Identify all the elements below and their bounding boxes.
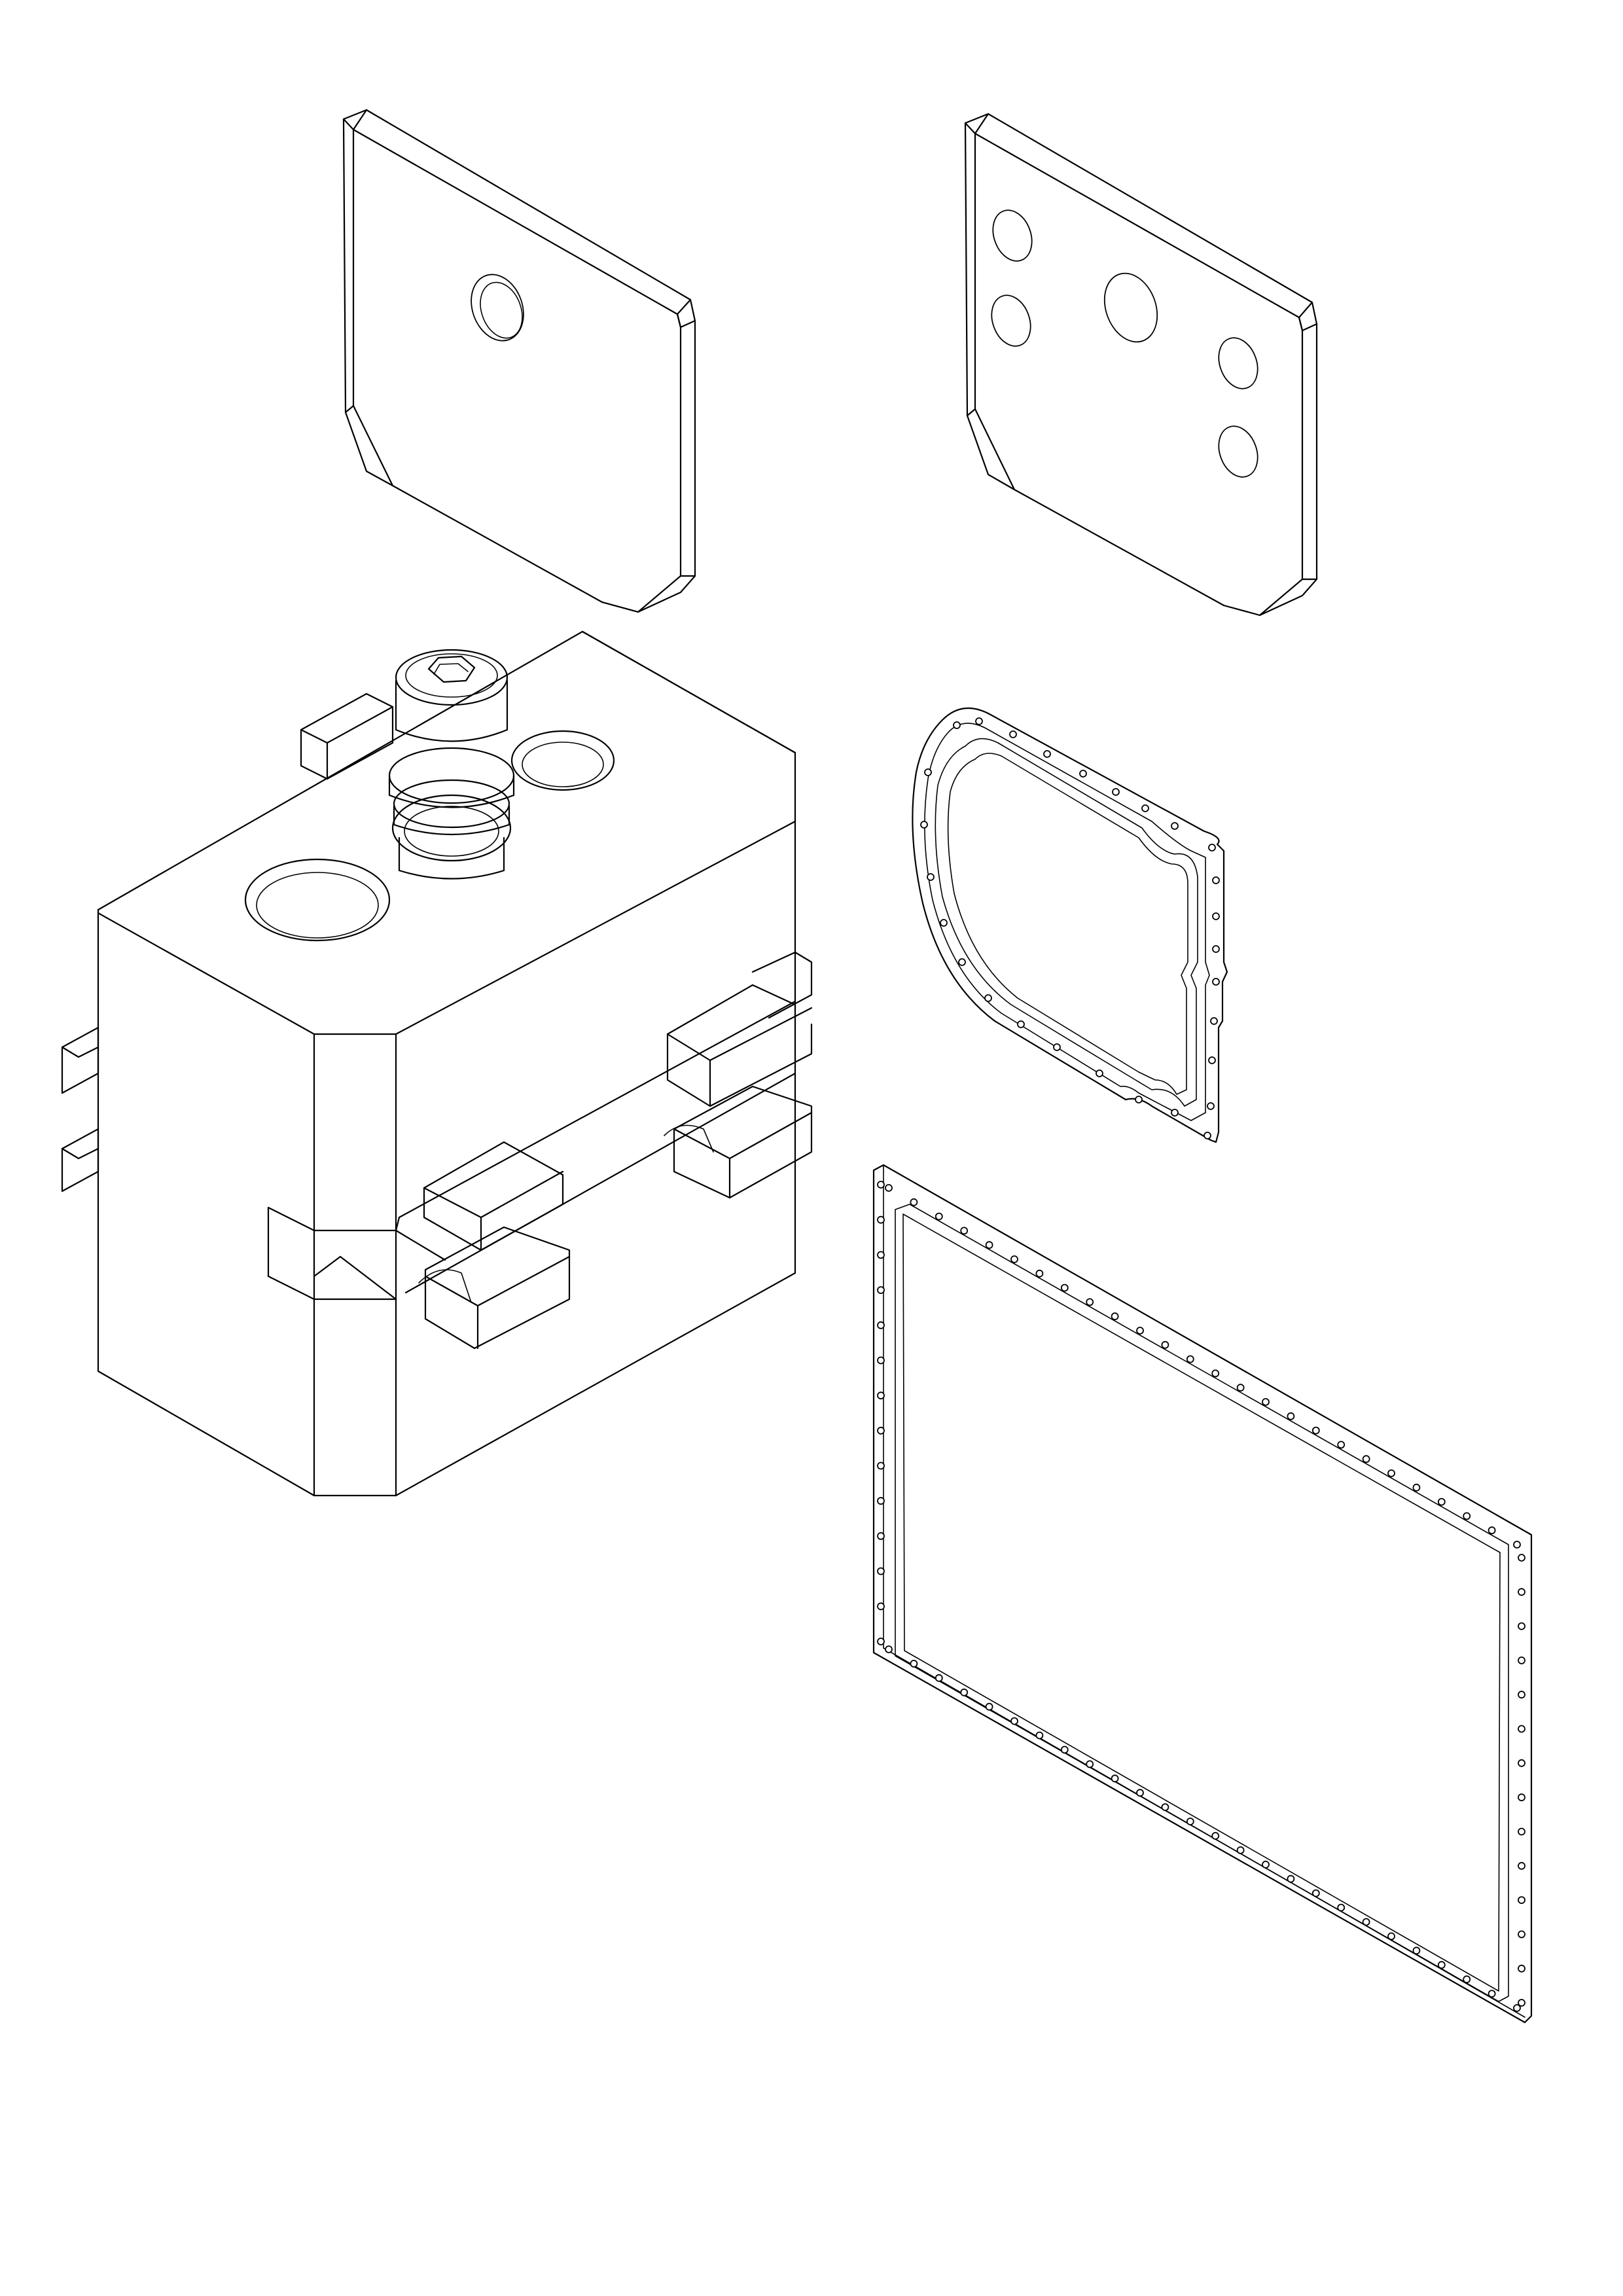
gasket-bolt-hole — [1211, 1832, 1220, 1840]
gasket-bolt-hole — [1437, 1961, 1446, 1969]
gasket-rectangular — [872, 1164, 1533, 2024]
plate-hole — [992, 209, 1033, 262]
gasket-bolt-hole — [1488, 1990, 1496, 1998]
top-bore — [244, 858, 391, 942]
gasket-bolt-hole — [1518, 1588, 1525, 1596]
gasket-bolt-hole — [1010, 1255, 1018, 1263]
gasket-bolt-hole — [935, 1212, 943, 1221]
gasket-bolt-hole — [1337, 1903, 1346, 1912]
gasket-bolt-hole — [877, 1426, 885, 1435]
gasket-bolt-hole — [1136, 1789, 1144, 1797]
gasket-bolt-hole — [1387, 1932, 1395, 1941]
gasket-bolt-hole — [1518, 1861, 1525, 1870]
gasket-bolt-hole — [877, 1391, 885, 1400]
plate-hole — [1218, 425, 1258, 478]
gasket-bolt-hole — [1136, 1327, 1144, 1335]
gasket-bolt-hole — [877, 1356, 885, 1365]
gasket-bolt-hole — [1437, 1498, 1446, 1506]
gasket-bolt-hole — [1518, 1793, 1525, 1802]
gasket-bolt-hole — [1463, 1975, 1471, 1984]
gasket-bolt-hole — [1035, 1731, 1044, 1740]
gasket-bolt-hole — [1035, 1269, 1044, 1278]
plate-hole — [1218, 337, 1258, 389]
gasket-bolt-hole — [1236, 1846, 1245, 1854]
gasket-bolt-hole — [877, 1567, 885, 1575]
gasket-bolt-hole — [877, 1251, 885, 1259]
gasket-bolt-hole — [877, 1532, 885, 1540]
gasket-bolt-hole — [877, 1497, 885, 1505]
gasket-bolt-hole — [1060, 1746, 1069, 1754]
gasket-bolt-hole — [910, 1198, 918, 1206]
gasket-bolt-hole — [877, 1181, 885, 1189]
gasket-bolt-hole — [877, 1638, 885, 1645]
hex-socket — [427, 655, 476, 683]
gasket-bolt-hole — [885, 1184, 893, 1192]
gasket-bolt-hole — [1412, 1483, 1421, 1492]
socket-head-cap-screw — [388, 649, 515, 880]
gasket-bolt-hole — [960, 1688, 969, 1696]
plate-single-hole — [342, 109, 696, 613]
gasket-bolt-hole — [1518, 1554, 1525, 1562]
gasket-bolt-hole — [1518, 1656, 1525, 1664]
gasket-bolt-hole — [1488, 1526, 1496, 1535]
gasket-bolt-hole — [985, 1241, 993, 1249]
gasket-bolt-hole — [1387, 1469, 1395, 1477]
gasket-bolt-hole — [1513, 1541, 1521, 1549]
gasket-bolt-hole — [1513, 2004, 1521, 2012]
plate-hole — [1103, 272, 1158, 343]
gasket-bolt-hole — [1211, 1369, 1220, 1378]
gasket-bolt-hole — [1311, 1889, 1320, 1897]
plate-five-holes — [964, 113, 1318, 617]
gasket-bolt-hole — [877, 1215, 885, 1224]
gasket-bolt-hole — [1010, 1717, 1018, 1725]
gasket-bolt-hole — [1311, 1426, 1320, 1435]
gasket-bolt-hole — [1518, 1691, 1525, 1699]
gasket-bolt-hole — [910, 1659, 918, 1668]
gasket-bolt-hole — [1111, 1774, 1119, 1783]
gasket-bolt-hole — [1111, 1312, 1119, 1321]
gasket-bolt-hole — [1086, 1760, 1094, 1768]
gasket-bolt-hole — [1518, 1725, 1525, 1733]
gasket-bolt-hole — [1518, 1999, 1525, 2007]
gasket-bolt-hole — [1262, 1398, 1270, 1406]
gasket-bolt-hole — [1518, 1622, 1525, 1630]
gasket-bolt-hole — [1060, 1283, 1069, 1292]
gasket-bolt-hole — [1161, 1803, 1169, 1812]
gasket-bolt-hole — [1086, 1298, 1094, 1306]
gasket-bolt-hole — [1186, 1355, 1194, 1363]
gasket-bolt-hole — [1463, 1512, 1471, 1520]
gasket-bolt-hole — [985, 1702, 993, 1711]
gasket-bolt-hole — [885, 1645, 893, 1653]
gasket-bolt-hole — [935, 1674, 943, 1682]
gasket-bolt-hole — [1287, 1874, 1295, 1883]
gasket-bolt-hole — [1362, 1455, 1370, 1463]
gasket-bolt-hole — [1518, 1930, 1525, 1939]
gasket-bolt-hole — [877, 1286, 885, 1294]
gasket-bolt-hole — [1518, 1759, 1525, 1767]
gasket-bolt-hole — [877, 1462, 885, 1470]
plate-hole — [991, 295, 1031, 347]
gasket-bolt-hole — [1518, 1896, 1525, 1905]
gasket-bolt-hole — [1287, 1412, 1295, 1420]
gasket-bolt-hole — [1186, 1818, 1194, 1825]
gasket-bolt-hole — [877, 1602, 885, 1611]
gasket-bolt-hole — [960, 1227, 969, 1235]
block-assembly-with-socket-bolt — [61, 630, 813, 1497]
gasket-bolt-hole — [1362, 1918, 1370, 1926]
gasket-bolt-hole — [1236, 1384, 1245, 1392]
top-bore — [510, 730, 615, 791]
gasket-bolt-hole — [1412, 1946, 1421, 1955]
gasket-bolt-hole — [1518, 1964, 1525, 1973]
gasket-bolt-hole — [1337, 1441, 1346, 1449]
plate-hole — [471, 274, 524, 342]
gasket-bolt-hole — [877, 1321, 885, 1329]
gasket-bolt-hole — [1161, 1340, 1169, 1349]
gasket-bolt-hole — [1518, 1827, 1525, 1836]
gasket-bolt-hole — [1262, 1860, 1270, 1869]
gasket-rounded — [912, 707, 1228, 1143]
top-bore — [391, 794, 512, 862]
